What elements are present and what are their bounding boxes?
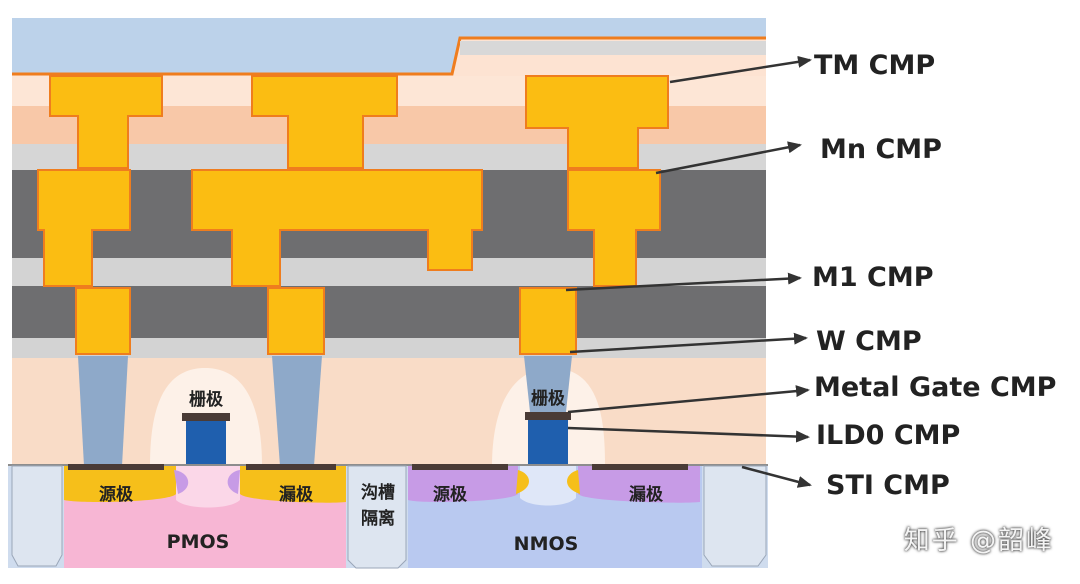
m1-dark-dielectric [12, 286, 766, 338]
label-m1-cmp: M1 CMP [812, 262, 934, 293]
gate-label-right: 栅极 [531, 388, 565, 409]
label-tm-cmp: TM CMP [814, 50, 936, 81]
arrow-metal-gate-cmp [567, 385, 810, 414]
silicide-nmos-drain [592, 464, 688, 470]
w-plug-right [524, 356, 572, 412]
source-label-right: 源极 [433, 484, 467, 505]
gate-label-left: 栅极 [189, 389, 223, 410]
nmos-source-region [408, 466, 518, 502]
w-plug-left [78, 356, 128, 466]
arrow-ild0-cmp [567, 426, 810, 443]
sti-label-line2: 隔离 [361, 508, 395, 529]
pmos-channel-highlight [176, 466, 240, 508]
nmos-drain-region [578, 466, 700, 503]
silicide-pmos-source [68, 464, 164, 470]
nmos-ldd-left [516, 470, 529, 494]
annotation-arrows [565, 55, 812, 488]
sti-trench-right [703, 465, 767, 567]
nmos-label: NMOS [514, 533, 579, 555]
m1-light-band [12, 338, 766, 358]
arrow-m1-cmp [565, 272, 802, 292]
sti-label-line1: 沟槽 [361, 482, 395, 503]
pmos-drain-region [240, 466, 346, 503]
thin-gray-under-tm [460, 41, 766, 55]
label-w-cmp: W CMP [816, 326, 922, 357]
nmos-channel-highlight [520, 466, 576, 506]
pmos-source-region [64, 466, 176, 502]
tm-metal-left [49, 75, 163, 169]
top-passivation-layer [12, 18, 766, 74]
label-metal-gate-cmp: Metal Gate CMP [814, 372, 1057, 403]
drain-label-left: 漏极 [279, 485, 313, 505]
pmos-ldd-left [174, 470, 189, 494]
pmos-label: PMOS [167, 531, 230, 553]
tm-metal-middle [251, 75, 398, 169]
drain-label-right: 漏极 [629, 485, 663, 505]
pmos-ldd-right [227, 470, 240, 494]
m1-metal-right [519, 287, 577, 355]
metal-lines [37, 75, 669, 355]
mn-light-band [12, 258, 766, 286]
gate-left [186, 421, 226, 466]
tm-surface-line [12, 36, 766, 76]
sti-trench-middle [347, 465, 407, 569]
mn-metal-left [37, 169, 131, 287]
nmos-ldd-right [567, 470, 580, 494]
gate-cap-left [182, 413, 230, 421]
tm-metal-right [525, 75, 669, 169]
m1-metal-middle [267, 287, 325, 355]
gate-right [528, 420, 568, 466]
sti-trench-left [11, 465, 63, 567]
label-ild0-cmp: ILD0 CMP [816, 420, 961, 451]
mn-metal-middle [191, 169, 483, 287]
gate-cap-right [525, 412, 571, 420]
label-mn-cmp: Mn CMP [820, 134, 942, 165]
arrow-tm-cmp [669, 55, 812, 84]
upper-light-gray-layer [12, 144, 766, 170]
silicide-nmos-source [412, 464, 508, 470]
arrow-sti-cmp [741, 465, 812, 488]
watermark: 知乎 @韶峰 [903, 526, 1054, 556]
label-sti-cmp: STI CMP [826, 470, 950, 501]
arrow-mn-cmp [655, 141, 802, 175]
arrow-w-cmp [569, 332, 808, 354]
source-label-left: 源极 [99, 484, 133, 505]
m1-metal-left [75, 287, 131, 355]
ild-layer [12, 358, 766, 464]
w-plug-middle [272, 356, 322, 466]
tungsten-plugs [78, 356, 572, 466]
silicide-pmos-drain [246, 464, 336, 470]
